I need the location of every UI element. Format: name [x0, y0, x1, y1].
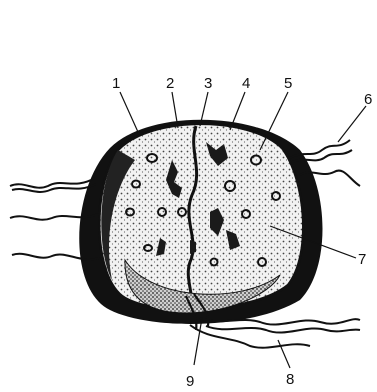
callout-6: 6 [364, 91, 372, 108]
callout-9: 9 [186, 373, 194, 390]
callout-7: 7 [358, 251, 366, 268]
callout-8: 8 [286, 371, 294, 388]
callout-3: 3 [204, 75, 212, 92]
callout-1: 1 [112, 75, 120, 92]
callout-5: 5 [284, 75, 292, 92]
callout-2: 2 [166, 75, 174, 92]
callout-4: 4 [242, 75, 250, 92]
